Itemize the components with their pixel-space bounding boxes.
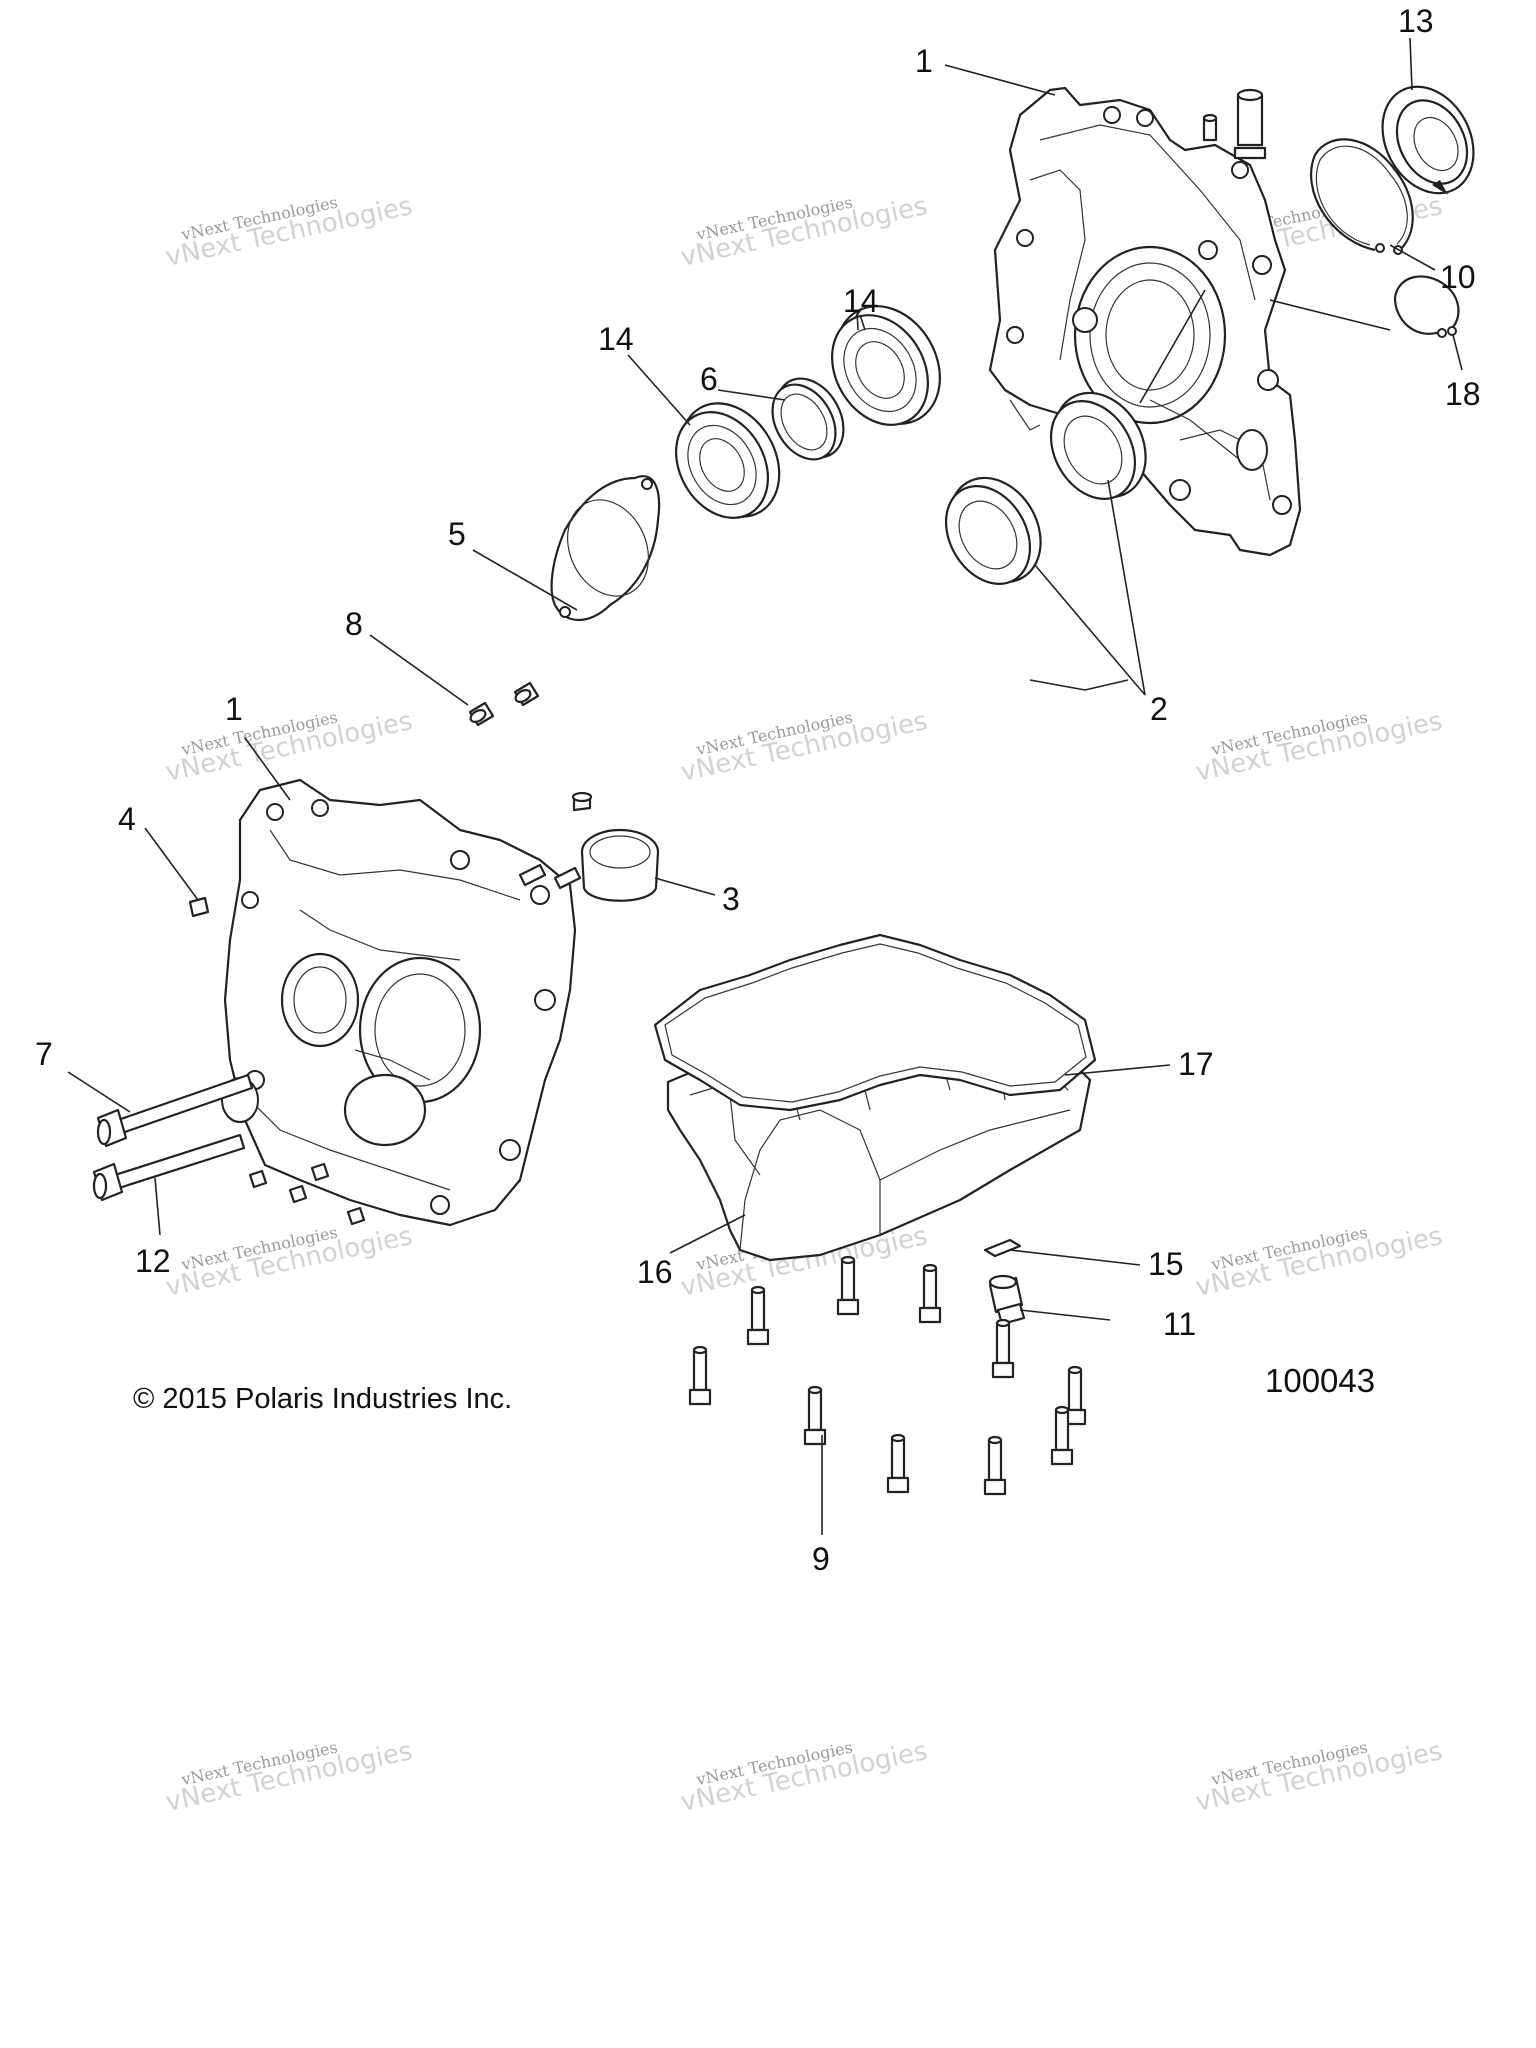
figure-number: 100043 xyxy=(1265,1362,1375,1399)
dowel-pins-left xyxy=(248,1162,366,1226)
bearing-race-6 xyxy=(771,377,845,461)
callout-18: 18 xyxy=(1445,376,1481,412)
leader-lines xyxy=(67,37,1463,1535)
callout-13: 13 xyxy=(1398,3,1434,39)
callout-labels: 1 13 10 18 14 6 14 5 8 2 1 4 3 7 12 17 1… xyxy=(35,3,1481,1577)
callout-8: 8 xyxy=(345,606,363,642)
pin-4 xyxy=(188,896,210,918)
pan-gasket-17 xyxy=(653,933,1097,1112)
callout-15: 15 xyxy=(1148,1246,1184,1282)
bearing-race-3 xyxy=(580,828,660,902)
crankcase-half-right xyxy=(988,86,1302,557)
pan-bolts-9 xyxy=(688,1255,1087,1496)
callout-2: 2 xyxy=(1150,691,1168,727)
callout-1: 1 xyxy=(915,43,933,79)
callout-6: 6 xyxy=(700,361,718,397)
callout-10: 10 xyxy=(1440,259,1476,295)
bearing-2-upper xyxy=(1049,391,1147,500)
sealing-washer-15 xyxy=(983,1238,1022,1258)
callout-5: 5 xyxy=(448,516,466,552)
callout-11: 11 xyxy=(1163,1306,1196,1342)
callout-3: 3 xyxy=(722,881,740,917)
callout-16: 16 xyxy=(637,1254,673,1290)
bearing-14-middle xyxy=(674,402,781,519)
callout-14: 14 xyxy=(598,321,634,357)
screws-8 xyxy=(468,681,540,727)
callout-1: 1 xyxy=(225,691,243,727)
callout-7: 7 xyxy=(35,1036,53,1072)
bolt-7 xyxy=(96,1073,254,1148)
callout-17: 17 xyxy=(1178,1046,1214,1082)
gasket-plate-5 xyxy=(550,475,661,621)
snap-ring-18 xyxy=(1393,275,1460,338)
bearing-14-upper xyxy=(831,305,941,426)
snap-ring-10 xyxy=(1310,138,1414,255)
dowel-pin xyxy=(1202,88,1267,160)
bearing-2-lower xyxy=(944,476,1042,585)
callout-9: 9 xyxy=(812,1541,830,1577)
bolt-12 xyxy=(92,1133,246,1202)
oil-seal-13 xyxy=(1381,85,1475,195)
copyright-text: © 2015 Polaris Industries Inc. xyxy=(133,1383,512,1415)
callout-14: 14 xyxy=(843,283,879,319)
small-bolt xyxy=(571,791,593,812)
drain-plug-11 xyxy=(988,1274,1026,1326)
callout-4: 4 xyxy=(118,801,136,837)
callout-12: 12 xyxy=(135,1243,171,1279)
crankcase-half-left xyxy=(221,778,582,1227)
